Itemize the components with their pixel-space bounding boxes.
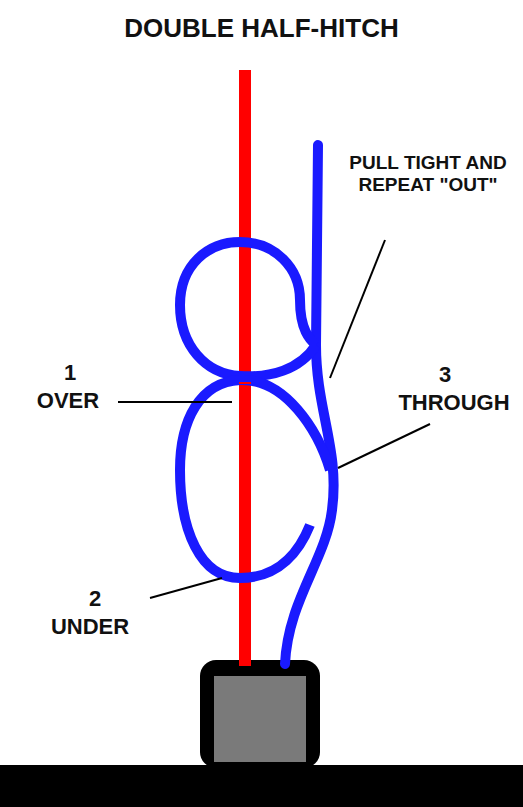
callout-number: 3	[425, 362, 465, 387]
step-label: THROUGH	[390, 390, 518, 415]
post-base	[200, 660, 320, 768]
diagram-title: DOUBLE HALF-HITCH	[20, 14, 503, 44]
upper-loop	[180, 242, 316, 376]
lower-loop	[180, 380, 330, 578]
ground-bar	[0, 765, 523, 807]
step-label: UNDER	[30, 614, 150, 639]
post-base-inner	[214, 676, 306, 762]
leader-line	[338, 424, 430, 468]
callout-number: 1	[50, 360, 90, 385]
red-line-over	[239, 382, 251, 384]
leader-line	[330, 240, 385, 378]
leader-line	[150, 578, 222, 598]
instruction-note: PULL TIGHT AND REPEAT "OUT"	[340, 152, 516, 196]
step-label: OVER	[20, 388, 116, 413]
callout-number: 2	[75, 586, 115, 611]
leader-line	[118, 401, 232, 403]
